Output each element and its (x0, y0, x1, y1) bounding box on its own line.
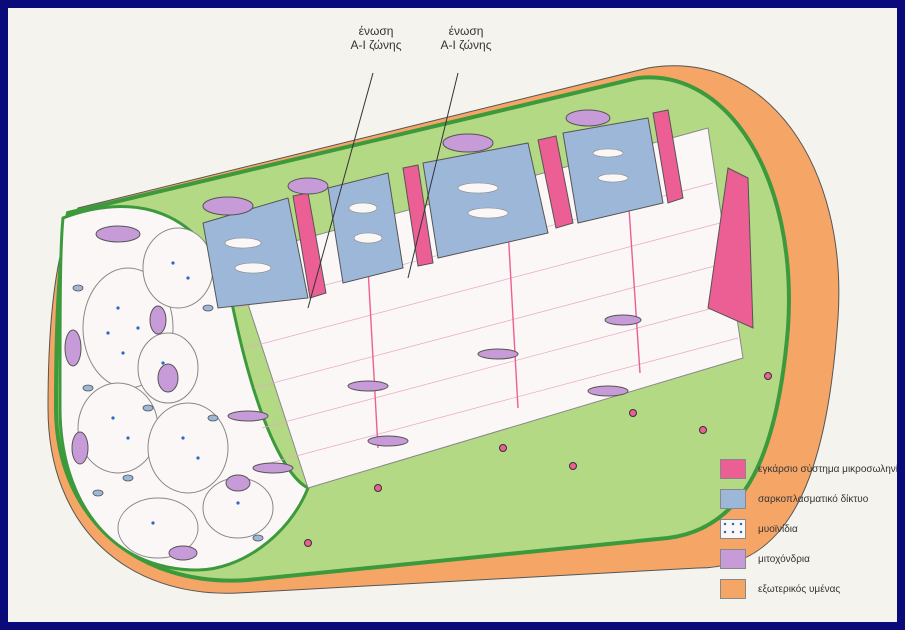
diagram-panel: ένωση Α-Ι ζώνης ένωση Α-Ι ζώνης εγκάρσιο… (8, 8, 897, 622)
legend-label: μιτοχόνδρια (758, 554, 810, 565)
legend-label: εγκάρσιο σύστημα μικροσωληνίσκων (758, 464, 897, 475)
legend-item-t-tubules: εγκάρσιο σύστημα μικροσωληνίσκων (720, 458, 897, 480)
callout-2-line2: Α-Ι ζώνης (436, 38, 496, 52)
pink-swatch (720, 459, 746, 479)
legend-item-mitochondria: μιτοχόνδρια (720, 548, 810, 570)
legend-item-outer-membrane: εξωτερικός υμένας (720, 578, 840, 600)
orange-swatch (720, 579, 746, 599)
legend-label: μυοϊνίδια (758, 524, 798, 535)
blue-swatch (720, 489, 746, 509)
dotted-swatch (720, 519, 746, 539)
callout-a-i-junction-1: ένωση Α-Ι ζώνης (346, 24, 406, 52)
callout-1-line1: ένωση (346, 24, 406, 38)
legend-item-reticulum: σαρκοπλασματικό δίκτυο (720, 488, 868, 510)
legend-label: σαρκοπλασματικό δίκτυο (758, 494, 868, 505)
callout-a-i-junction-2: ένωση Α-Ι ζώνης (436, 24, 496, 52)
legend-item-myofibrils: μυοϊνίδια (720, 518, 798, 540)
legend-label: εξωτερικός υμένας (758, 584, 840, 595)
purple-swatch (720, 549, 746, 569)
callout-2-line1: ένωση (436, 24, 496, 38)
callout-1-line2: Α-Ι ζώνης (346, 38, 406, 52)
